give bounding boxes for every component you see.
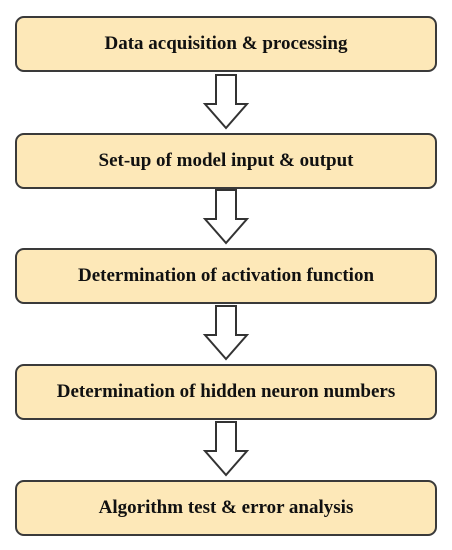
step-label: Determination of hidden neuron numbers [56,381,396,402]
down-arrow-icon [201,305,251,361]
step-label: Algorithm test & error analysis [98,497,354,518]
step-label: Determination of activation function [77,265,375,286]
step-box-data-acquisition: Data acquisition & processing [15,16,437,72]
step-label: Data acquisition & processing [104,33,348,54]
down-arrow-icon [201,189,251,245]
step-label: Set-up of model input & output [98,150,354,171]
down-arrow-icon [201,74,251,130]
step-box-hidden-neurons: Determination of hidden neuron numbers [15,364,437,420]
step-box-activation-function: Determination of activation function [15,248,437,304]
step-box-model-setup: Set-up of model input & output [15,133,437,189]
step-box-algorithm-test: Algorithm test & error analysis [15,480,437,536]
down-arrow-icon [201,421,251,477]
